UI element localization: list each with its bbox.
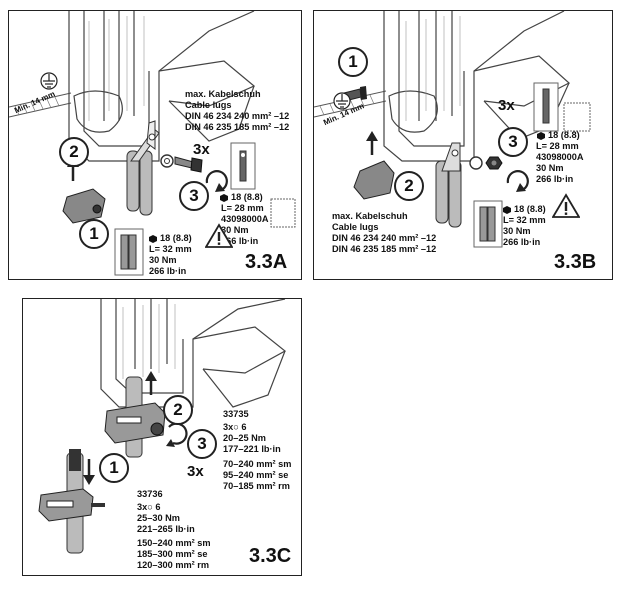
lugs-din-line-1: DIN 46 234 240 mm² –12 [185,111,290,121]
spec-33736-torque-nm: 25–30 Nm [137,513,180,523]
spec-33735-part: 33735 [223,409,249,419]
lugs-title-line-2: Cable lugs [185,100,232,110]
bolt-spec-length: L= 28 mm [221,203,264,213]
illustration-3-3c [38,299,287,554]
bolt-spec-length: L= 28 mm [536,141,579,151]
spec-33735-torque-lbin: 177–221 lb·in [223,444,281,454]
step-2-marker: 2 [394,171,424,201]
step-3-marker: 3 [179,181,209,211]
lugs-title-line-2: Cable lugs [332,222,379,232]
bolt-spec-size: 18 (8.8) [548,130,580,140]
spec-33736-sm: 150–240 mm² sm [137,538,211,548]
hex-bolt-icon [503,206,511,214]
hex-bolt-icon [149,235,157,243]
step-1-marker: 1 [338,47,368,77]
bolt-spec-2-torque-nm: 30 Nm [503,226,531,236]
lugs-din-line-1: DIN 46 234 240 mm² –12 [332,233,437,243]
bolt-spec-part: 43098000A [221,214,269,224]
bolt-spec-2-length: L= 32 mm [503,215,546,225]
bolt-spec-torque-lbin: 266 lb·in [221,236,259,246]
warning-icon [552,193,580,218]
quantity-label: 3x [498,97,515,114]
panel-3-3b: Min. 14 mm 1 2 3 3x 18 (8.8) L= 28 mm 43… [313,10,613,280]
spec-33735-sm: 70–240 mm² sm [223,459,292,469]
step-3-marker: 3 [498,127,528,157]
lugs-din-line-2: DIN 46 235 185 mm² –12 [332,244,437,254]
ground-icon [333,92,351,110]
step-3-marker: 3 [187,429,217,459]
step-2-marker: 2 [163,395,193,425]
bolt-spec-2-size: 18 (8.8) [514,204,546,214]
panel-3-3a: Min. 14 mm max. Kabelschuh Cable lugs DI… [8,10,302,280]
bolt-spec-part: 43098000A [536,152,584,162]
quantity-label: 3x [187,463,204,480]
bolt-spec-torque-nm: 30 Nm [536,163,564,173]
lugs-title-line-1: max. Kabelschuh [185,89,261,99]
step-1-marker: 1 [79,219,109,249]
spec-33735-se: 95–240 mm² se [223,470,289,480]
panel-3-3c: 2 3 1 3x 33735 3x○ 6 20–25 Nm 177–221 lb… [22,298,302,576]
warning-icon [205,223,233,248]
spec-33735-torque-nm: 20–25 Nm [223,433,266,443]
bolt-spec-size: 18 (8.8) [231,192,263,202]
spec-33736-part: 33736 [137,489,163,499]
lugs-din-line-2: DIN 46 235 185 mm² –12 [185,122,290,132]
step-1-marker: 1 [99,453,129,483]
bolt-spec-torque-nm: 30 Nm [221,225,249,235]
illustration-3-3a [9,11,296,276]
quantity-label: 3x [193,141,210,158]
spec-33736-torque-lbin: 221–265 lb·in [137,524,195,534]
spec-33735-screws: 3x○ 6 [223,422,247,432]
lugs-title-line-1: max. Kabelschuh [332,211,408,221]
spec-33736-se: 185–300 mm² se [137,549,208,559]
bolt-spec-2-torque-lbin: 266 lb·in [149,266,187,276]
spec-33736-screws: 3x○ 6 [137,502,161,512]
panel-label: 3.3B [554,251,597,273]
panel-label: 3.3C [249,545,292,567]
bolt-spec-2-length: L= 32 mm [149,244,192,254]
hex-bolt-icon [537,132,545,140]
bolt-spec-2-torque-nm: 30 Nm [149,255,177,265]
bolt-spec-2-torque-lbin: 266 lb·in [503,237,541,247]
spec-33736-rm: 120–300 mm² rm [137,560,210,570]
spec-33735-rm: 70–185 mm² rm [223,481,290,491]
step-2-marker: 2 [59,137,89,167]
panel-label: 3.3A [245,251,288,273]
hex-bolt-icon [220,194,228,202]
bolt-spec-torque-lbin: 266 lb·in [536,174,574,184]
bolt-spec-2-size: 18 (8.8) [160,233,192,243]
ground-icon [40,72,58,90]
